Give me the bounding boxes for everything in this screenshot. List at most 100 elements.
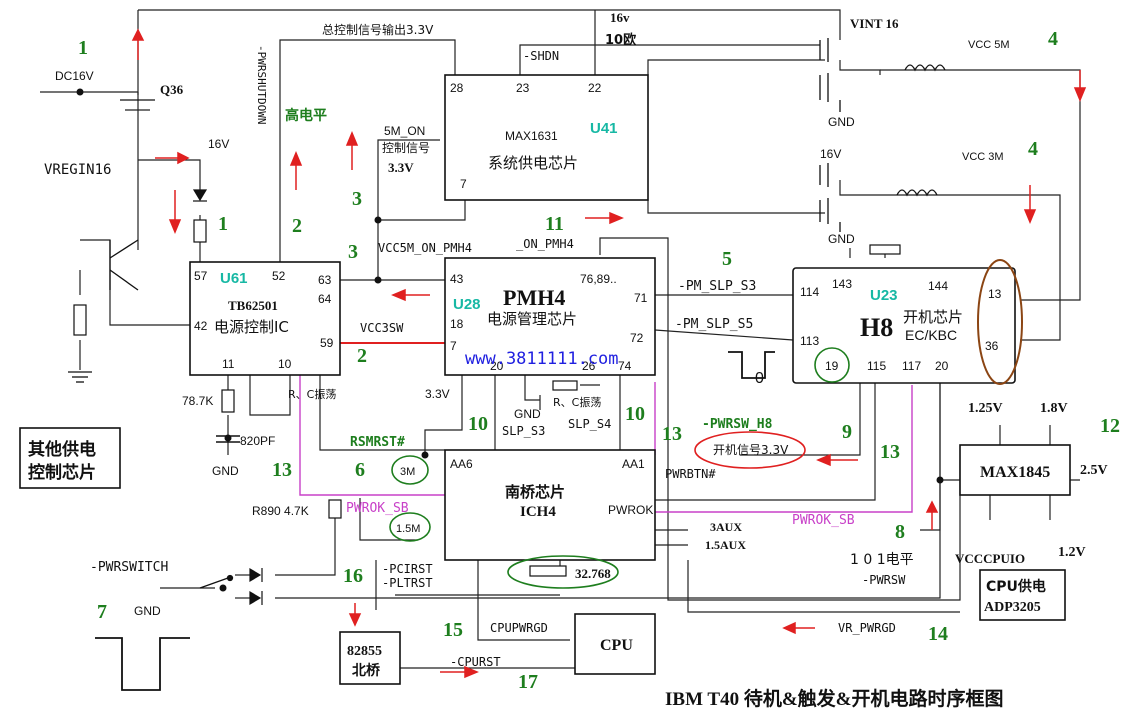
- u23-desc1: 开机芯片: [903, 308, 963, 326]
- u23-pin-117: 117: [902, 359, 921, 373]
- step-3b: 3: [348, 241, 358, 263]
- sig-vcccpuio: VCCCPUIO: [955, 551, 1025, 566]
- u23-pin-113: 113: [800, 334, 819, 348]
- u61-pin-57: 57: [194, 269, 208, 283]
- u23-pin-144: 144: [928, 279, 948, 293]
- passives: [73, 219, 901, 577]
- sig-101-level: 1 0 1电平: [850, 552, 914, 568]
- sig-rsmrst: RSMRST#: [350, 435, 405, 450]
- sig-10ohm: 10欧: [605, 32, 636, 48]
- u61-model: TB62501: [228, 298, 278, 313]
- u61-pin-64: 64: [318, 292, 332, 306]
- ich4-box: [444, 449, 656, 561]
- junction-dots: [76, 88, 944, 592]
- u41-pin-22: 22: [588, 81, 602, 95]
- step-1a: 1: [78, 37, 88, 59]
- u28-pin-72: 72: [630, 331, 644, 345]
- northbridge-line1: 82855: [347, 644, 382, 659]
- u28-pin-71: 71: [634, 291, 648, 305]
- u61-pin-10: 10: [278, 357, 292, 371]
- sig-gnd-c: GND: [212, 464, 239, 478]
- other-chip-line2: 控制芯片: [28, 462, 96, 483]
- sig-787k: 78.7K: [182, 394, 213, 408]
- other-chip-line1: 其他供电: [28, 439, 96, 460]
- sig-pwrbtn: PWRBTN#: [665, 467, 716, 481]
- max1845-box: [959, 444, 1071, 496]
- sig-820pf: 820PF: [240, 434, 275, 448]
- u61-box: [189, 261, 341, 376]
- mosfets: [819, 38, 841, 232]
- u41-pin-7: 7: [460, 177, 467, 191]
- step-13c: 13: [880, 441, 900, 463]
- adp3205-line1: CPU供电: [986, 578, 1046, 595]
- sig-ctrl-sig: 控制信号: [382, 141, 430, 155]
- u28-pin-74: 74: [618, 359, 632, 373]
- sig-dc16v: DC16V: [55, 69, 94, 83]
- step-2a: 2: [292, 215, 302, 237]
- sig-vcc3sw: VCC3SW: [360, 321, 404, 335]
- adp3205-box: [979, 569, 1066, 621]
- sig-1v25: 1.25V: [968, 401, 1003, 416]
- u23-model: H8: [860, 313, 893, 342]
- ich4-pin-pwrok: PWROK: [608, 503, 653, 517]
- watermark: www.3811111.com: [465, 349, 619, 369]
- step-17: 17: [518, 671, 538, 693]
- u41-pin-23: 23: [516, 81, 530, 95]
- northbridge-line2: 北桥: [352, 662, 381, 679]
- step-15: 15: [443, 619, 463, 641]
- sig-pm-slp-s3: -PM_SLP_S3: [678, 279, 756, 294]
- sig-slp-s4: SLP_S4: [568, 417, 611, 431]
- u23-pin-114: 114: [800, 285, 819, 299]
- cpu-label: CPU: [600, 637, 633, 654]
- sig-3v3-mid: 3.3V: [425, 387, 450, 401]
- sig-16v-top: 16v: [610, 10, 630, 25]
- u28-ref: U28: [453, 296, 481, 313]
- u61-pin-11: 11: [222, 357, 235, 371]
- step-11: 11: [545, 213, 564, 235]
- sig-vcc3m: VCC 3M: [962, 151, 1004, 163]
- step-16: 16: [343, 565, 363, 587]
- sig-16v-left: 16V: [208, 137, 229, 151]
- northbridge-box: [339, 631, 401, 685]
- sig-1v5aux: 1.5AUX: [705, 538, 746, 552]
- sig-high-level: 高电平: [285, 107, 327, 124]
- step-6: 6: [355, 459, 365, 481]
- waveforms: [95, 351, 775, 691]
- step-4b: 4: [1028, 138, 1038, 160]
- sig-pm-slp-s5: -PM_SLP_S5: [675, 317, 753, 332]
- u61-pin-52: 52: [272, 269, 286, 283]
- u28-pin-26: 26: [582, 359, 596, 373]
- ich4-pin-aa1: AA1: [622, 457, 645, 471]
- flow-arrows: [131, 28, 1087, 679]
- u23-pin-20: 20: [935, 359, 949, 373]
- sig-5m-on: 5M_ON: [384, 124, 425, 138]
- u61-pin-42: 42: [194, 319, 208, 333]
- sig-1v2: 1.2V: [1058, 545, 1086, 560]
- sig-pwrswitch: -PWRSWITCH: [90, 560, 168, 575]
- u28-pin-18: 18: [450, 317, 464, 331]
- sig-1v8: 1.8V: [1040, 401, 1068, 416]
- u28-model: PMH4: [503, 285, 565, 310]
- sig-gnd-d: GND: [514, 407, 541, 421]
- step-7: 7: [97, 601, 107, 623]
- step-9: 9: [842, 421, 852, 443]
- highlight-ellipses: [389, 259, 1023, 589]
- u28-pin-76: 76,89..: [580, 272, 617, 286]
- footer-title: IBM T40 待机&触发&开机电路时序框图: [665, 687, 1004, 710]
- step-13b: 13: [662, 423, 682, 445]
- pwrok-sb-wires: [299, 375, 913, 513]
- step-10a: 10: [468, 413, 488, 435]
- step-5: 5: [722, 248, 732, 270]
- sig-clk-3m: 3M: [400, 466, 415, 478]
- sig-gnd-b: GND: [828, 232, 855, 246]
- sig-3aux: 3AUX: [710, 520, 742, 534]
- sig-pltrst: -PLTRST: [382, 576, 433, 590]
- u23-pin-36: 36: [985, 339, 999, 353]
- u41-model: MAX1631: [505, 129, 558, 143]
- u23-box: [792, 267, 1016, 384]
- sig-pwrok-sb-2: PWROK_SB: [792, 513, 855, 528]
- sig-vcc5m-on-pmh4: VCC5M_ON_PMH4: [378, 241, 472, 255]
- sig-vcc5m: VCC 5M: [968, 39, 1010, 51]
